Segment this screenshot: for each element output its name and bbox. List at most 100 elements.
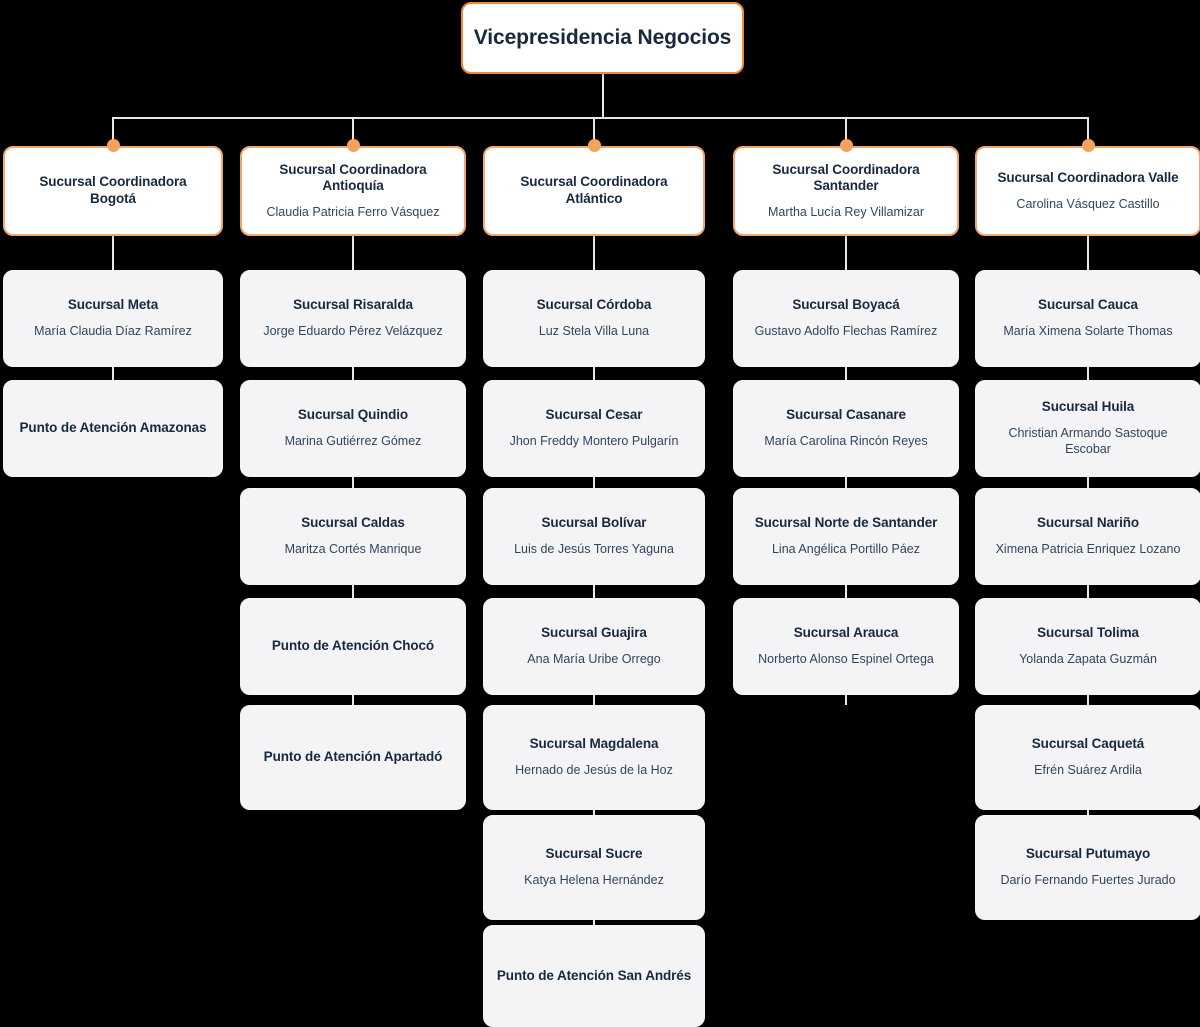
child-connector-5-4	[1087, 585, 1089, 598]
column-drop-line-2	[352, 117, 354, 148]
root-node-vicepresidencia[interactable]: Vicepresidencia Negocios	[461, 2, 744, 74]
branch-title-4-4: Sucursal Arauca	[793, 625, 899, 641]
branch-title-3-4: Sucursal Guajira	[541, 625, 647, 641]
coordinator-title-3: Sucursal Coordinadora Atlántico	[520, 174, 668, 206]
branch-node-3-7[interactable]: Punto de Atención San Andrés	[483, 925, 705, 1027]
column-drop-line-1	[112, 117, 114, 148]
coordinator-node-1[interactable]: Sucursal Coordinadora Bogotá	[3, 146, 223, 236]
child-connector-2-1	[352, 236, 354, 270]
branch-person-5-4: Yolanda Zapata Guzmán	[1019, 652, 1157, 667]
branch-node-1-2[interactable]: Punto de Atención Amazonas	[3, 380, 223, 477]
coordinator-person-2: Claudia Patricia Ferro Vásquez	[266, 205, 440, 220]
branch-title-2-5: Punto de Atención Apartadó	[263, 749, 443, 765]
child-connector-4-2	[845, 367, 847, 380]
branch-person-5-6: Darío Fernando Fuertes Jurado	[1000, 873, 1176, 888]
branch-person-4-2: María Carolina Rincón Reyes	[764, 434, 928, 449]
branch-title-2-3: Sucursal Caldas	[301, 515, 405, 531]
child-connector-4-3	[845, 477, 847, 488]
column-drop-line-5	[1087, 117, 1089, 148]
coordinator-person-5: Carolina Vásquez Castillo	[1016, 196, 1160, 211]
branch-person-2-2: Marina Gutiérrez Gómez	[284, 434, 422, 449]
branch-title-5-6: Sucursal Putumayo	[1025, 846, 1151, 862]
branch-person-3-3: Luis de Jesús Torres Yaguna	[514, 542, 674, 557]
branch-person-5-2: Christian Armando Sastoque Escobar	[1008, 426, 1168, 457]
child-connector-5-2	[1087, 367, 1089, 380]
column-drop-line-3	[593, 117, 595, 148]
branch-title-4-2: Sucursal Casanare	[786, 407, 906, 423]
child-connector-5-6	[1087, 810, 1089, 815]
branch-title-1-2: Punto de Atención Amazonas	[19, 420, 207, 436]
coordinator-title-4: Sucursal Coordinadora Santander	[772, 161, 920, 194]
column-tail-line-4	[845, 695, 847, 705]
branch-title-3-5: Sucursal Magdalena	[529, 736, 659, 752]
branch-title-3-3: Sucursal Bolívar	[541, 515, 647, 531]
branch-person-4-4: Norberto Alonso Espinel Ortega	[758, 652, 934, 667]
branch-node-2-5[interactable]: Punto de Atención Apartadó	[240, 705, 466, 810]
coordinator-title-2: Sucursal Coordinadora Antioquía	[279, 161, 427, 194]
branch-person-4-1: Gustavo Adolfo Flechas Ramírez	[754, 324, 938, 339]
column-drop-line-4	[845, 117, 847, 148]
child-connector-3-1	[593, 236, 595, 270]
child-connector-3-3	[593, 477, 595, 488]
horizontal-bus-line	[113, 117, 1088, 119]
branch-title-2-4: Punto de Atención Chocó	[271, 638, 435, 654]
branch-node-2-4[interactable]: Punto de Atención Chocó	[240, 598, 466, 695]
branch-person-3-1: Luz Stela Villa Luna	[538, 324, 650, 339]
child-connector-2-5	[352, 695, 354, 705]
coordinator-title-5: Sucursal Coordinadora Valle	[997, 169, 1179, 185]
branch-title-5-5: Sucursal Caquetá	[1031, 736, 1145, 752]
child-connector-5-3	[1087, 477, 1089, 488]
branch-title-2-1: Sucursal Risaralda	[293, 297, 413, 313]
coordinator-title-1: Sucursal Coordinadora Bogotá	[39, 174, 187, 206]
child-connector-1-1	[112, 236, 114, 270]
branch-person-5-5: Efrén Suárez Ardila	[1034, 763, 1142, 778]
branch-title-3-7: Punto de Atención San Andrés	[496, 967, 692, 983]
child-connector-4-4	[845, 585, 847, 598]
root-trunk-line	[601, 74, 604, 117]
child-connector-5-1	[1087, 236, 1089, 270]
branch-title-5-3: Sucursal Nariño	[1036, 515, 1140, 531]
branch-person-4-3: Lina Angélica Portillo Páez	[771, 542, 920, 557]
branch-title-5-4: Sucursal Tolima	[1037, 625, 1139, 641]
branch-person-3-6: Katya Helena Hernández	[524, 873, 664, 888]
child-connector-3-5	[593, 695, 595, 705]
child-connector-3-2	[593, 367, 595, 380]
branch-title-4-1: Sucursal Boyacá	[792, 297, 900, 313]
branch-person-5-1: María Ximena Solarte Thomas	[1003, 324, 1173, 339]
child-connector-2-3	[352, 477, 354, 488]
branch-person-3-5: Hernado de Jesús de la Hoz	[515, 763, 673, 778]
child-connector-3-4	[593, 585, 595, 598]
child-connector-2-4	[352, 585, 354, 598]
branch-title-4-3: Sucursal Norte de Santander	[754, 515, 938, 531]
branch-person-2-1: Jorge Eduardo Pérez Velázquez	[263, 324, 443, 339]
child-connector-4-1	[845, 236, 847, 270]
branch-person-1-1: María Claudia Díaz Ramírez	[34, 324, 192, 339]
child-connector-3-6	[593, 810, 595, 815]
coordinator-node-3[interactable]: Sucursal Coordinadora Atlántico	[483, 146, 705, 236]
branch-person-5-3: Ximena Patricia Enriquez Lozano	[995, 542, 1181, 557]
